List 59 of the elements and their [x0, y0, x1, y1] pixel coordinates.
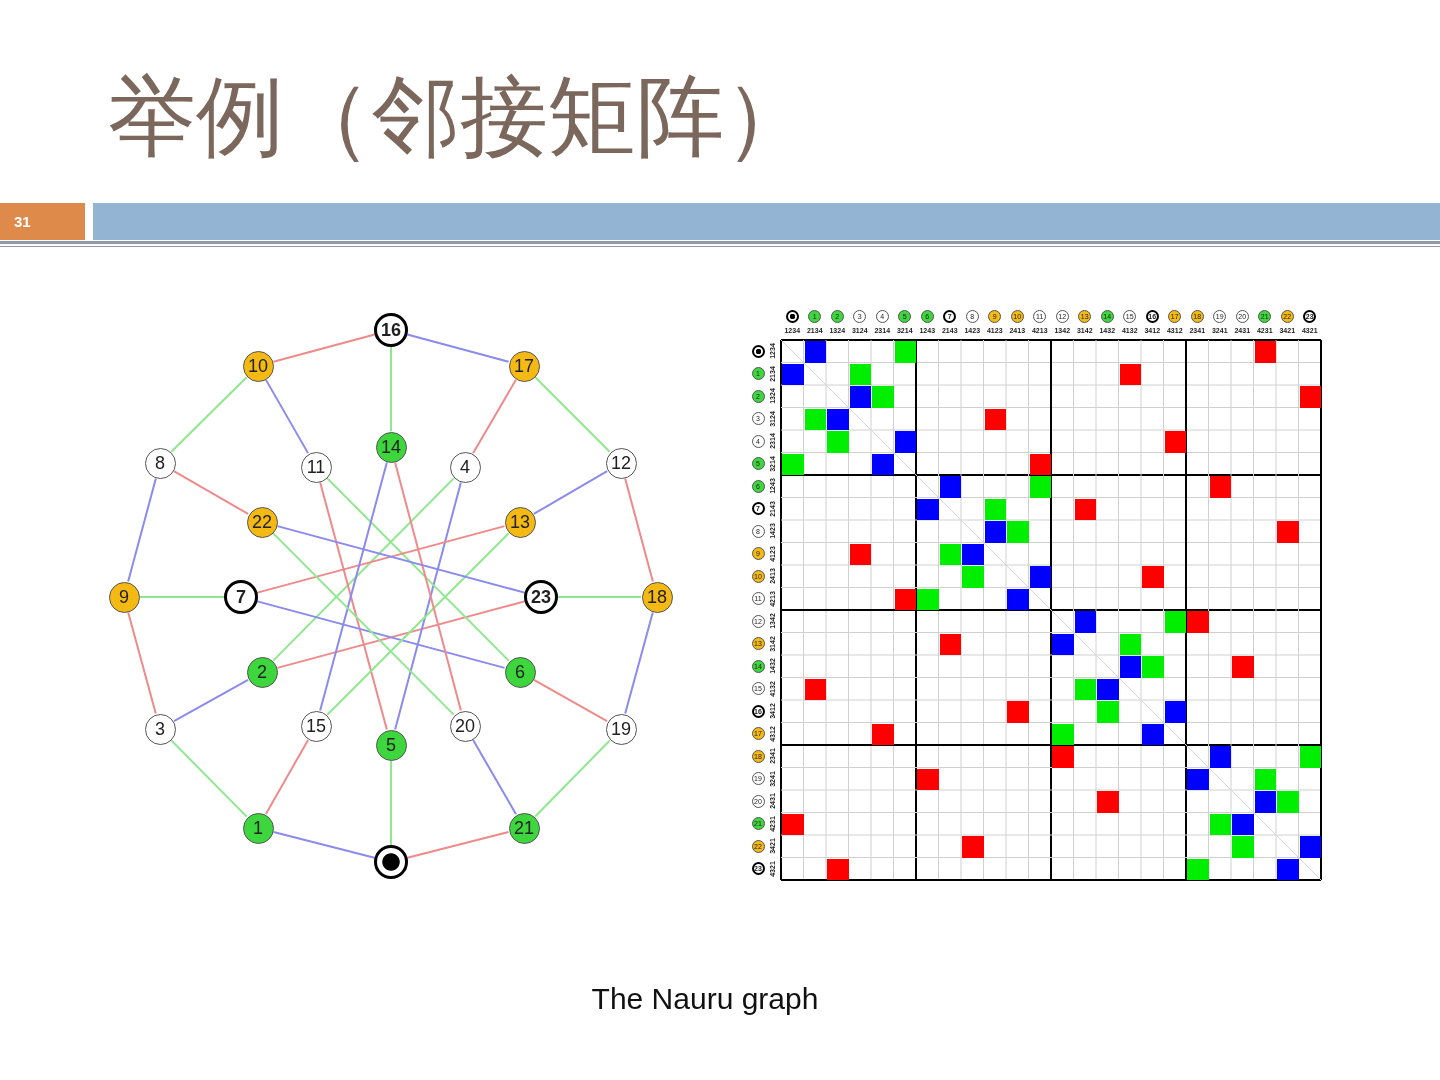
vertex-circle: 10	[242, 350, 274, 382]
vertex-circle: 13	[504, 506, 536, 538]
vertex-circle: 7	[224, 580, 258, 614]
vertex-circle: 16	[374, 313, 408, 347]
graph-edge	[127, 477, 157, 583]
vertex-circle: 9	[108, 581, 140, 613]
vertex-circle: 4	[449, 451, 481, 483]
vertex-circle: 2	[246, 656, 278, 688]
slide-number: 31	[0, 203, 85, 240]
graph-edge	[624, 611, 654, 715]
graph-edge	[624, 477, 654, 583]
vertex-circle: 23	[524, 580, 558, 614]
graph-edge	[556, 596, 642, 598]
vertex-circle: 3	[144, 713, 176, 745]
vertex-circle: 12	[605, 447, 637, 479]
graph-edge	[255, 600, 506, 669]
title: 举例（邻接矩阵）	[108, 66, 812, 168]
graph-edge	[139, 596, 226, 598]
vertex-circle: 11	[300, 451, 332, 483]
vertex-circle: 20	[449, 710, 481, 742]
vertex-circle: 8	[144, 447, 176, 479]
graph-edge	[264, 738, 310, 816]
graph-edge	[172, 678, 250, 723]
graph-edge	[534, 376, 611, 453]
graph-edge	[534, 739, 611, 818]
graph-edge	[272, 477, 455, 662]
graph-edge	[390, 345, 392, 432]
graph-edge	[264, 378, 310, 455]
vertex-circle: 14	[375, 431, 407, 463]
caption: The Nauru graph	[590, 982, 820, 1016]
graph-edge	[127, 611, 157, 715]
graph-edge	[272, 333, 377, 363]
graph-edge	[405, 830, 510, 860]
graph-edge	[405, 333, 510, 363]
vertex-circle: 18	[641, 581, 673, 613]
graph-edge	[255, 525, 506, 594]
graph-edge	[532, 470, 609, 515]
graph-edge	[276, 600, 527, 669]
graph-edge	[170, 739, 248, 818]
graph-edge	[532, 678, 609, 723]
graph-edge	[272, 532, 455, 716]
vertex-circle: 21	[508, 812, 540, 844]
vertex-circle: 17	[508, 350, 540, 382]
bullseye-vertex	[374, 845, 408, 879]
vertex-circle: 15	[300, 710, 332, 742]
graph-edge	[172, 470, 250, 515]
vertex-circle: 22	[246, 506, 278, 538]
graph-edge	[170, 376, 248, 453]
vertex-circle: 6	[504, 656, 536, 688]
graph-edge	[390, 760, 392, 847]
vertex-circle: 1	[242, 812, 274, 844]
vertex-circle: 5	[375, 729, 407, 761]
graph-edge	[326, 477, 510, 662]
graph-edge	[272, 830, 377, 860]
vertex-circle: 19	[605, 713, 637, 745]
graph-edge	[472, 738, 517, 816]
graph-edge	[326, 532, 510, 716]
graph-edge	[472, 378, 517, 455]
graph-edge	[276, 525, 527, 594]
